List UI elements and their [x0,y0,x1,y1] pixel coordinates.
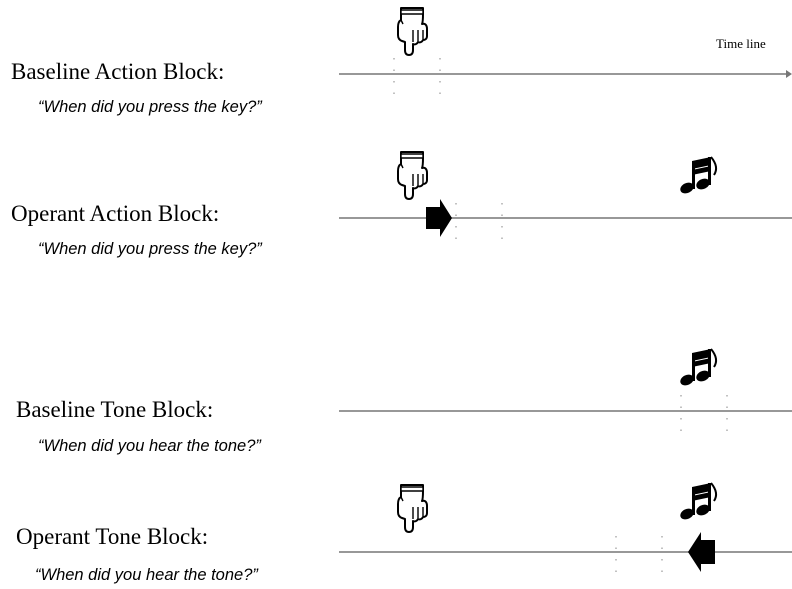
baseline-action-question: “When did you press the key?” [38,98,262,116]
music-note-icon [677,482,718,523]
dotted-markers [393,58,728,580]
baseline-tone-question: “When did you hear the tone?” [38,437,261,455]
music-note-icon [677,156,718,197]
pointing-hand-icon [397,151,428,200]
operant-tone-question: “When did you hear the tone?” [35,566,258,584]
timeline-label: Time line [716,36,766,51]
baseline-tone-title: Baseline Tone Block: [16,397,214,422]
timeline-arrowhead-icon [786,70,792,78]
music-note-icon [677,348,718,389]
pointing-hand-icon [397,7,428,56]
arrow-right-icon [426,199,452,237]
operant-action-title: Operant Action Block: [11,201,220,226]
timeline-baseline-action [339,70,792,78]
operant-tone-title: Operant Tone Block: [16,524,209,549]
pointing-hand-icon [397,484,428,533]
operant-action-question: “When did you press the key?” [38,240,262,258]
arrow-left-icon [688,532,715,572]
baseline-action-title: Baseline Action Block: [11,59,225,84]
